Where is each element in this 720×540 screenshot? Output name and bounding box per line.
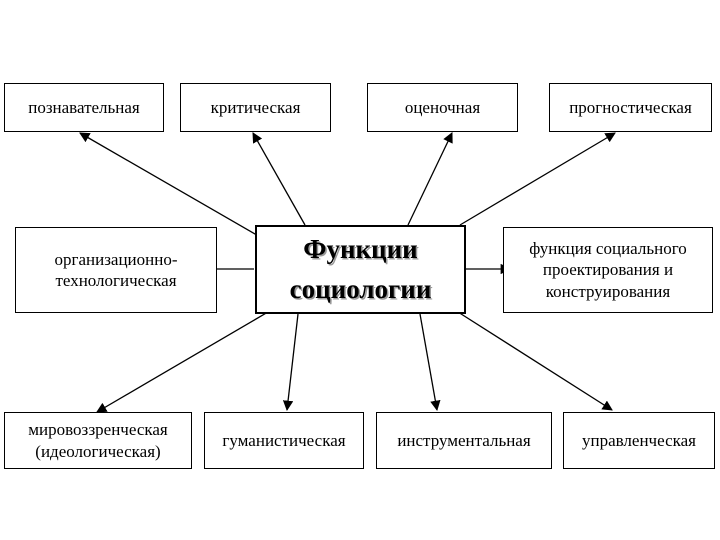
node-critical: критическая: [180, 83, 331, 132]
node-org-tech-label: организационно- технологическая: [54, 249, 178, 290]
central-node-label: Функции социологии: [289, 234, 432, 304]
node-humanistic: гуманистическая: [204, 412, 364, 469]
node-worldview: мировоззренческая (идеологическая): [4, 412, 192, 469]
node-managerial: управленческая: [563, 412, 715, 469]
node-worldview-label: мировоззренческая (идеологическая): [28, 420, 168, 461]
node-humanistic-label: гуманистическая: [222, 430, 346, 450]
node-cognitive-label: познавательная: [28, 97, 140, 117]
node-instrumental-label: инструментальная: [397, 430, 531, 450]
node-evaluative: оценочная: [367, 83, 518, 132]
node-social-design-label: функция социального проектирования и кон…: [529, 239, 687, 301]
arrow-to-instrumental: [419, 313, 441, 412]
node-social-design: функция социального проектирования и кон…: [503, 227, 713, 313]
node-cognitive: познавательная: [4, 83, 164, 132]
node-critical-label: критическая: [210, 97, 301, 117]
node-org-tech: организационно- технологическая: [15, 227, 217, 313]
arrow-to-critical: [252, 132, 306, 226]
central-node: Функции социологии: [255, 225, 466, 314]
node-evaluative-label: оценочная: [404, 97, 481, 117]
arrow-to-worldview: [96, 311, 269, 413]
node-managerial-label: управленческая: [581, 430, 696, 450]
arrow-to-humanistic: [282, 313, 299, 412]
node-prognostic: прогностическая: [549, 83, 712, 132]
arrow-to-cognitive: [79, 132, 263, 239]
arrow-to-managerial: [457, 311, 613, 411]
arrow-to-prognostic: [459, 132, 616, 226]
node-instrumental: инструментальная: [376, 412, 552, 469]
node-prognostic-label: прогностическая: [569, 97, 692, 117]
arrow-to-evaluative: [407, 132, 453, 226]
